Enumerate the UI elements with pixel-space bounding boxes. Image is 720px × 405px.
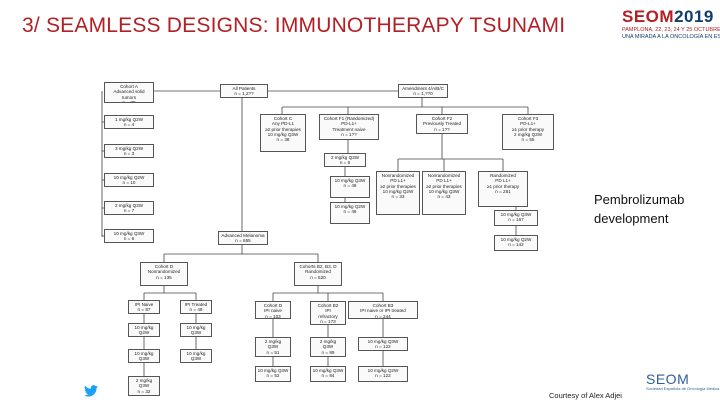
flow-box-rnd: Randomized PD L1+ ≥1 prior therapy n = 2… xyxy=(478,171,528,207)
flow-box-text: 10 mg/kg Q3W n = 84 xyxy=(312,368,344,379)
flow-box-amd: Amendment 4/A/B/C n = 1,??0 xyxy=(398,84,448,98)
flow-box-b5: 2 mg/kg Q3W n = 89 xyxy=(310,337,346,357)
flow-box-f2: Cohort F2 Previously Treated n = 1?? xyxy=(416,114,468,134)
flow-box-a: Cohort A Advanced solid tumors n = 30 xyxy=(104,82,154,103)
flow-box-text: 1 mg/kg Q2W n = 4 xyxy=(114,117,144,128)
flow-box-text: 10 mg/kg Q2W n = 122 xyxy=(367,368,399,379)
flow-box-text: 10 mg/kg Q2W n = 142 xyxy=(500,237,532,248)
flow-box-text: Randomized PD L1+ ≥1 prior therapy n = 2… xyxy=(486,173,520,194)
flow-box-d2: IPI Treated n = 48 xyxy=(180,300,212,314)
flow-box-text: 2 mg/kg Q3W n = 6 xyxy=(330,155,360,166)
flow-box-d6: 10 mg/kg Q3W n = 32 xyxy=(180,349,212,363)
flow-box-a5: 10 mg/kg Q3W n = 6 xyxy=(104,229,154,243)
flow-box-text: IPI Treated n = 48 xyxy=(184,302,208,313)
logo-wordmark: SEOM2019 xyxy=(622,8,716,25)
footer-logo-name: SEOM xyxy=(646,371,690,387)
side-caption: Pembrolizumab development xyxy=(594,192,685,226)
flow-box-b9: 10 mg/kg Q2W n = 122 xyxy=(358,366,408,382)
flow-box-text: 10 mg/kg Q2W n = 10 xyxy=(113,175,145,186)
flow-box-text: 10 mg/kg Q3W n = 167 xyxy=(500,212,532,223)
flow-box-all: All Patients n = 1,2?? xyxy=(220,84,268,98)
flow-box-d7: 2 mg/kg Q3W n = 32 xyxy=(128,376,160,396)
flow-box-text: Amendment 4/A/B/C n = 1,??0 xyxy=(402,86,444,97)
flow-box-nr1: Nonrandomized PD L1+ ≥2 prior therapies … xyxy=(376,171,420,215)
flow-box-f1a: 2 mg/kg Q3W n = 6 xyxy=(324,153,366,167)
logo-tagline: UNA MIRADA A LA ONCOLOGÍA EN ESPAÑA xyxy=(622,34,720,40)
flow-box-text: 10 mg/kg Q2W n = 41 xyxy=(134,325,154,336)
flow-box-text: 3 mg/kg Q2W n = 3 xyxy=(114,146,144,157)
flow-box-b1: Cohort D IPI naive n = 103 xyxy=(255,301,291,319)
flow-box-a4: 2 mg/kg Q3W n = 7 xyxy=(104,201,154,215)
flow-box-text: Cohort B2 IPI refractory n = 173 xyxy=(317,303,339,324)
flow-box-text: IPI Naive n = 87 xyxy=(134,302,154,313)
flow-box-text: 2 mg/kg Q3W n = 51 xyxy=(264,339,282,355)
flow-box-d5: 10 mg/kg Q3W n = 24 xyxy=(128,349,160,363)
flowchart-connectors xyxy=(101,90,529,376)
twitter-bird-icon[interactable] xyxy=(84,384,98,402)
flow-box-text: Cohort F2 Previously Treated n = 1?? xyxy=(422,116,462,132)
flow-box-text: Advanced Melanoma n = 655 xyxy=(221,233,265,244)
flow-box-b6: 10 mg/kg Q3W n = 122 xyxy=(358,337,408,351)
flow-box-text: 10 mg/kg Q3W n = 52 xyxy=(257,368,289,379)
flow-box-d: Cohort D Nonrandomized n = 135 xyxy=(140,262,188,286)
flow-box-text: 10 mg/kg Q3W n = 122 xyxy=(367,339,399,350)
flow-box-d3: 10 mg/kg Q2W n = 41 xyxy=(128,323,160,337)
flow-box-text: Nonrandomized PD L1+ ≥2 prior therapies … xyxy=(426,173,462,200)
flow-box-text: Cohort F1 (Randomized) PD-L1+ Treatment … xyxy=(323,116,375,137)
flow-box-text: 10 mg/kg Q3W n = 16 xyxy=(186,325,206,336)
pembrolizumab-flowchart: Cohort A Advanced solid tumors n = 30 All… xyxy=(92,79,577,403)
flow-box-b8: 10 mg/kg Q3W n = 84 xyxy=(310,366,346,382)
logo-name: SEOM xyxy=(622,7,675,26)
courtesy-credit: Courtesy of Alex Adjei xyxy=(549,391,622,400)
logo-year: 2019 xyxy=(674,7,714,26)
flow-box-text: Cohort F3 PD-L1+ ≥1 prior therapy 2 mg/k… xyxy=(511,116,545,143)
flow-box-text: Cohort B3 IPI naive or IPI treated n = 2… xyxy=(360,303,406,319)
seom-footer-logo: SEOM Sociedad Española de Oncología Médi… xyxy=(646,372,719,391)
flow-box-text: 10 mg/kg Q3W n = 24 xyxy=(134,351,154,362)
flow-box-r1: 10 mg/kg Q3W n = 167 xyxy=(494,210,538,226)
flow-box-text: Cohorts B2, B3, D Randomized n = 520 xyxy=(299,264,337,280)
flow-box-text: Cohort D Nonrandomized n = 135 xyxy=(147,264,181,280)
flow-box-nr2: Nonrandomized PD L1+ ≥2 prior therapies … xyxy=(422,171,466,215)
flow-box-text: All Patients n = 1,2?? xyxy=(232,86,256,97)
flow-box-b3: Cohort B3 IPI naive or IPI treated n = 2… xyxy=(348,301,418,319)
flow-box-a3: 10 mg/kg Q2W n = 10 xyxy=(104,173,154,187)
flow-box-f1b: 10 mg/kg Q3W n = 49 xyxy=(330,176,370,198)
flow-box-c: Cohort C Any PD-L1 ≥2 prior therapies 10… xyxy=(260,114,306,152)
flow-box-b7: 10 mg/kg Q3W n = 52 xyxy=(255,366,291,382)
flow-box-d4: 10 mg/kg Q3W n = 16 xyxy=(180,323,212,337)
flow-box-f3: Cohort F3 PD-L1+ ≥1 prior therapy 2 mg/k… xyxy=(502,114,554,150)
flow-box-text: Cohort C Any PD-L1 ≥2 prior therapies 10… xyxy=(265,116,301,143)
flow-box-text: Cohort D IPI naive n = 103 xyxy=(263,303,283,319)
flow-box-b2: Cohort B2 IPI refractory n = 173 xyxy=(310,301,346,325)
flow-box-text: Cohort A Advanced solid tumors n = 30 xyxy=(113,84,145,103)
flow-box-text: 10 mg/kg Q3W n = 32 xyxy=(186,351,206,362)
page-title: 3/ SEAMLESS DESIGNS: IMMUNOTHERAPY TSUNA… xyxy=(22,14,566,37)
flow-box-text: 2 mg/kg Q3W n = 7 xyxy=(114,203,144,214)
flow-box-text: 2 mg/kg Q3W n = 32 xyxy=(135,378,153,394)
flow-box-b: Cohorts B2, B3, D Randomized n = 520 xyxy=(294,262,342,286)
flow-box-text: 10 mg/kg Q3W n = 6 xyxy=(113,231,145,242)
flow-box-b4: 2 mg/kg Q3W n = 51 xyxy=(255,337,291,357)
flow-box-text: 2 mg/kg Q3W n = 89 xyxy=(319,339,337,355)
flow-box-text: 10 mg/kg Q3W n = 49 xyxy=(334,178,366,189)
flow-box-f1c: 10 mg/kg Q2W n = 46 xyxy=(330,202,370,224)
flow-box-text: 10 mg/kg Q2W n = 46 xyxy=(334,204,366,215)
flow-box-r2: 10 mg/kg Q2W n = 142 xyxy=(494,235,538,251)
seom-2019-logo: SEOM2019 PAMPLONA, 22, 23, 24 Y 25 OCTUB… xyxy=(622,8,720,50)
flow-box-mel: Advanced Melanoma n = 655 xyxy=(218,231,268,245)
flow-box-a2: 3 mg/kg Q2W n = 3 xyxy=(104,144,154,158)
logo-dates: PAMPLONA, 22, 23, 24 Y 25 OCTUBRE xyxy=(622,27,720,33)
footer-logo-tagline: Sociedad Española de Oncología Médica xyxy=(646,386,720,391)
flow-box-text: Nonrandomized PD L1+ ≥2 prior therapies … xyxy=(380,173,416,200)
flow-box-d1: IPI Naive n = 87 xyxy=(128,300,160,314)
flow-box-f: Cohort F1 (Randomized) PD-L1+ Treatment … xyxy=(319,114,379,140)
flow-box-a1: 1 mg/kg Q2W n = 4 xyxy=(104,115,154,129)
